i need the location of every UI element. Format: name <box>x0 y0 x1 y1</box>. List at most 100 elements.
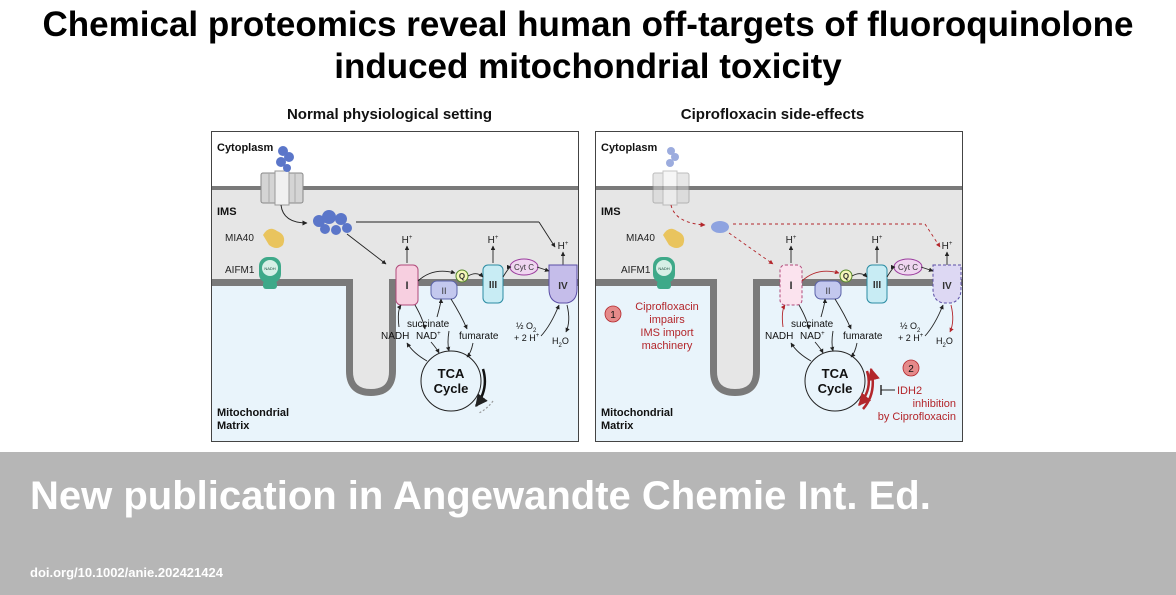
tca-label-line-1: TCA <box>822 366 849 381</box>
imported-protein-icon <box>313 210 352 235</box>
panel-heading-cipro: Ciprofloxacin side-effects <box>680 106 865 123</box>
oxygen-label: ½ O2 <box>900 321 921 334</box>
mia40-label: MIA40 <box>225 233 254 244</box>
electron-flow-cytc-iv <box>536 266 550 272</box>
oxygen-to-complex-iv-arrow <box>924 304 944 337</box>
electron-flow-iii-cytc <box>502 264 512 278</box>
complex-ii-label: II <box>441 286 446 296</box>
nad-label: NAD+ <box>416 331 441 342</box>
complex-ii-to-fumarate-arrow <box>450 298 468 330</box>
import-arrow <box>280 204 308 226</box>
aifm1-label: AIFM1 <box>225 265 255 276</box>
water-label: H2O <box>936 336 953 349</box>
protein-to-complex-i-arrow <box>346 233 387 265</box>
fumarate-to-tca-arrow <box>466 342 474 358</box>
complex-ii-icon <box>814 280 842 300</box>
proton-label-iii: H+ <box>488 235 499 246</box>
ims-region <box>595 188 963 389</box>
electron-flow-i-q <box>801 269 840 282</box>
impaired-import-arrow <box>670 204 706 228</box>
ubiquinone-label: Q <box>843 272 849 281</box>
tca-to-succinate-arrow <box>445 330 451 352</box>
electron-flow-cytc-iv <box>920 266 934 272</box>
oxygen-label: ½ O2 <box>516 321 537 334</box>
precursor-protein-icon <box>276 146 294 172</box>
main-title: Chemical proteomics reveal human off-tar… <box>0 4 1176 88</box>
cytoplasm-label: Cytoplasm <box>601 142 657 154</box>
doi-link[interactable]: doi.org/10.1002/anie.202421424 <box>30 565 223 580</box>
panel-frame <box>595 131 963 442</box>
electron-flow-iii-cytc <box>886 264 896 278</box>
complex-ii-label: II <box>825 286 830 296</box>
ims-region <box>211 188 579 389</box>
tca-cycle-ring <box>804 350 866 412</box>
complex-iii-label: III <box>489 280 498 291</box>
precursor-protein-icon <box>666 147 679 167</box>
step-1-text-line-2: impairs <box>649 314 685 326</box>
electron-flow-q-iii <box>851 272 868 278</box>
tca-dashed-arrow <box>478 400 494 414</box>
cytochrome-c-label: Cyt C <box>898 263 918 272</box>
proton-label-iii: H+ <box>872 235 883 246</box>
fumarate-label: fumarate <box>459 331 499 342</box>
proton-label-i: H+ <box>786 235 797 246</box>
tca-forward-arrow <box>474 368 488 407</box>
step-2-text-line-1: IDH2 <box>897 385 922 397</box>
fumarate-to-tca-arrow <box>850 342 858 358</box>
proton-label-iv: H+ <box>942 241 953 252</box>
proton-label-i: H+ <box>402 235 413 246</box>
step-2-badge <box>902 359 920 377</box>
matrix-label-line-1: Mitochondrial <box>217 407 289 419</box>
impaired-arrow-complex-i <box>728 232 774 265</box>
tca-label-line-2: Cycle <box>434 381 469 396</box>
impaired-arrow-complex-iv <box>924 223 941 248</box>
step-2-number: 2 <box>908 364 914 375</box>
complex-iv-label: IV <box>942 281 952 292</box>
aifm1-label: AIFM1 <box>621 265 651 276</box>
matrix-label-line-1: Mitochondrial <box>601 407 673 419</box>
cytochrome-c-label: Cyt C <box>514 263 534 272</box>
imported-protein-icon <box>711 221 729 233</box>
aifm1-nadh-label: NADH <box>658 266 669 271</box>
nad-to-tca-arrow <box>430 341 440 354</box>
succinate-to-complex-ii-arrow <box>436 298 444 318</box>
step-2-text-line-2: inhibition <box>913 398 956 410</box>
proton-label-iv: H+ <box>558 241 569 252</box>
tca-label-line-1: TCA <box>438 366 465 381</box>
matrix-label-line-2: Matrix <box>217 420 250 432</box>
tca-inhibited-arrow-2 <box>862 367 880 410</box>
aifm1-icon <box>653 257 675 289</box>
step-1-text-line-4: machinery <box>642 340 693 352</box>
nadh-label: NADH <box>381 331 409 342</box>
complex-i-icon <box>395 264 419 306</box>
fumarate-label: fumarate <box>843 331 883 342</box>
inner-membrane <box>211 279 579 397</box>
tca-cycle-ring <box>420 350 482 412</box>
two-protons-label: + 2 H+ <box>898 333 924 343</box>
nadh-to-complex-i-arrow <box>396 304 402 328</box>
complex-iv-icon <box>548 264 578 304</box>
mia40-label: MIA40 <box>626 233 655 244</box>
succinate-to-complex-ii-arrow <box>820 298 828 318</box>
complex-iii-icon <box>482 264 504 304</box>
ciprofloxacin-effects-diagram: Cytoplasm IMS Mitochondrial Matrix MIA40… <box>595 131 963 442</box>
matrix-label-line-2: Matrix <box>601 420 634 432</box>
banner-title: New publication in Angewandte Chemie Int… <box>30 474 931 518</box>
step-1-number: 1 <box>610 310 616 321</box>
complex-i-label: I <box>789 280 792 292</box>
mia40-icon <box>263 228 285 248</box>
nadh-to-complex-i-arrow <box>780 304 786 328</box>
complex-iv-label: IV <box>558 281 568 292</box>
tca-to-nadh-arrow <box>790 342 812 362</box>
complex-i-to-nad-arrow <box>798 304 811 330</box>
mia40-icon <box>663 228 685 248</box>
ims-label: IMS <box>601 206 621 218</box>
complex-iv-to-water-arrow <box>949 304 954 333</box>
step-1-badge <box>604 305 622 323</box>
complex-ii-to-fumarate-arrow <box>834 298 852 330</box>
nadh-label: NADH <box>765 331 793 342</box>
complex-iii-label: III <box>873 280 882 291</box>
step-2-text-line-3: by Ciprofloxacin <box>878 411 956 423</box>
oxygen-to-complex-iv-arrow <box>540 304 560 337</box>
succinate-label: succinate <box>407 319 450 330</box>
